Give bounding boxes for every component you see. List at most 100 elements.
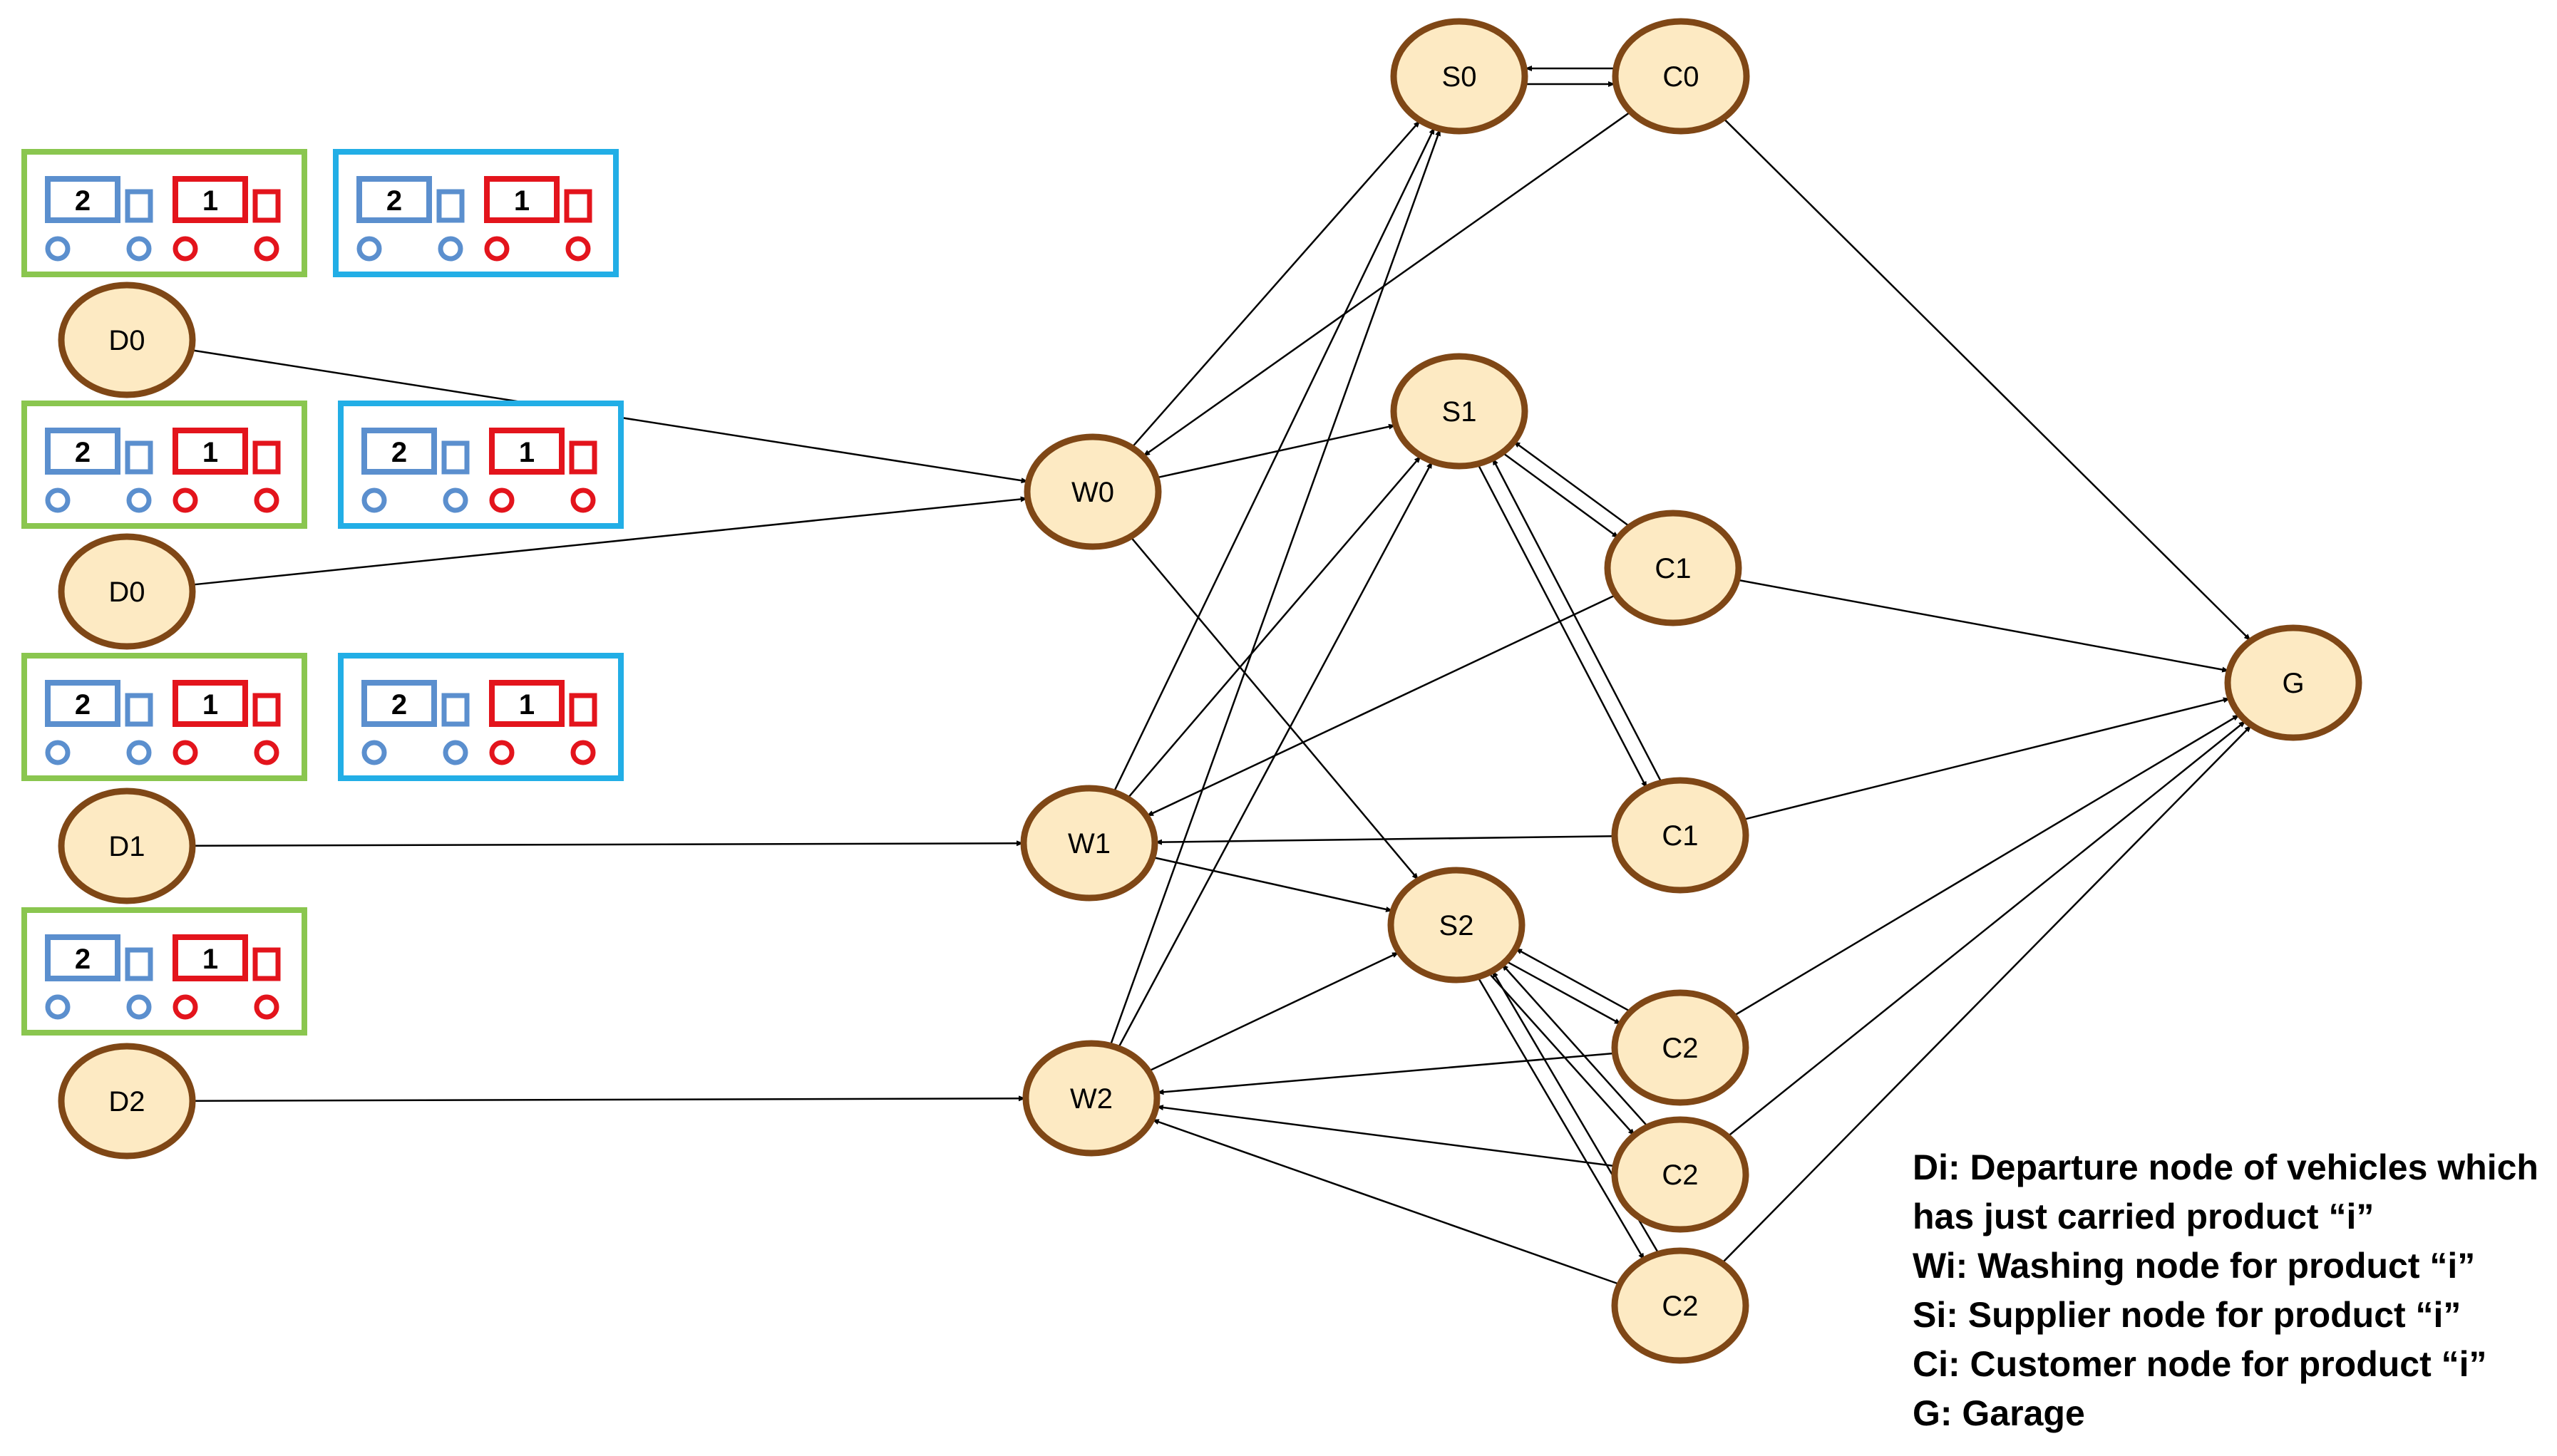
vehicle-product-2: 2 bbox=[361, 680, 470, 765]
edge-s2-c2c bbox=[1478, 978, 1645, 1261]
node-d0b: D0 bbox=[58, 533, 196, 650]
vehicle-product-1: 1 bbox=[173, 934, 281, 1020]
node-w1: W1 bbox=[1020, 785, 1158, 902]
node-ellipse bbox=[1611, 989, 1749, 1106]
node-ellipse bbox=[1611, 777, 1749, 894]
node-label: C2 bbox=[1662, 1291, 1698, 1322]
node-ellipse bbox=[1604, 510, 1742, 626]
vehicle-cab bbox=[252, 947, 281, 981]
node-ellipse bbox=[1024, 433, 1162, 550]
vehicle-product-2: 2 bbox=[45, 176, 153, 262]
node-label: S0 bbox=[1442, 61, 1477, 93]
node-ellipse bbox=[58, 788, 196, 904]
node-c2c: C2 bbox=[1611, 1247, 1749, 1364]
edge-w0-s2 bbox=[1129, 536, 1420, 881]
node-w2: W2 bbox=[1022, 1040, 1161, 1157]
wheel-icon bbox=[254, 994, 279, 1020]
node-ellipse bbox=[2224, 624, 2362, 741]
vehicle-tank bbox=[45, 680, 120, 727]
edge-d0b-w0 bbox=[192, 496, 1028, 586]
edge-d2-w2 bbox=[192, 1095, 1027, 1102]
vehicle-cab bbox=[436, 189, 465, 223]
node-label: D2 bbox=[108, 1086, 145, 1117]
wheel-icon bbox=[126, 740, 152, 765]
node-c0: C0 bbox=[1612, 18, 1750, 135]
node-s0: S0 bbox=[1390, 18, 1528, 135]
product-number: 1 bbox=[519, 689, 535, 721]
edge-s2-c2a bbox=[1507, 961, 1622, 1026]
edge-c1b-w1 bbox=[1154, 835, 1615, 845]
node-c1b: C1 bbox=[1611, 777, 1749, 894]
edge-w1-s0 bbox=[1113, 126, 1436, 793]
wheel-icon bbox=[126, 236, 152, 262]
wheel-icon bbox=[443, 740, 468, 765]
node-ellipse bbox=[58, 533, 196, 650]
legend-line: Wi: Washing node for product “i” bbox=[1913, 1246, 2476, 1286]
node-ellipse bbox=[1390, 18, 1528, 135]
edges bbox=[191, 66, 2253, 1286]
node-label: G bbox=[2282, 668, 2304, 699]
vehicle-cab bbox=[441, 693, 470, 727]
node-label: C1 bbox=[1655, 553, 1691, 584]
legend-line: G: Garage bbox=[1913, 1393, 2085, 1433]
wheel-icon bbox=[126, 487, 152, 513]
node-ellipse bbox=[1022, 1040, 1161, 1157]
vehicle-tank bbox=[45, 428, 120, 475]
edge-s1-c1a bbox=[1503, 453, 1620, 539]
wheel-icon bbox=[254, 487, 279, 513]
vehicle-product-1: 1 bbox=[489, 680, 597, 765]
vehicle-cab bbox=[564, 189, 592, 223]
wheel-icon bbox=[45, 994, 71, 1020]
product-number: 2 bbox=[391, 689, 407, 721]
product-number: 2 bbox=[75, 437, 91, 468]
legend-line: Si: Supplier node for product “i” bbox=[1913, 1295, 2461, 1335]
node-label: W0 bbox=[1071, 477, 1114, 508]
edge-c1a-s1 bbox=[1512, 440, 1630, 527]
node-ellipse bbox=[1390, 353, 1528, 470]
vehicle-product-2: 2 bbox=[361, 428, 470, 513]
wheel-icon bbox=[489, 487, 515, 513]
wheel-icon bbox=[565, 236, 591, 262]
edge-c2b-g bbox=[1727, 720, 2247, 1137]
vehicle-cab bbox=[252, 440, 281, 475]
vehicle-product-2: 2 bbox=[45, 428, 153, 513]
vehicle-tank bbox=[173, 680, 248, 727]
vehicle-product-1: 1 bbox=[173, 680, 281, 765]
edge-c2c-w2 bbox=[1151, 1118, 1620, 1286]
vehicle-product-1: 1 bbox=[484, 176, 592, 262]
product-number: 1 bbox=[202, 185, 218, 217]
vehicle-tank bbox=[361, 428, 437, 475]
vehicle-tank bbox=[45, 934, 120, 981]
edge-c1a-w1 bbox=[1146, 594, 1617, 817]
node-ellipse bbox=[58, 282, 196, 398]
wheel-icon bbox=[45, 487, 71, 513]
edge-w1-s1 bbox=[1126, 455, 1422, 800]
product-number: 2 bbox=[75, 689, 91, 721]
edge-w0-s0 bbox=[1131, 120, 1421, 448]
legend-line: Di: Departure node of vehicles which bbox=[1913, 1147, 2538, 1187]
vehicle-product-2: 2 bbox=[356, 176, 465, 262]
vehicle-cab bbox=[125, 947, 153, 981]
node-s1: S1 bbox=[1390, 353, 1528, 470]
legend: Di: Departure node of vehicles which has… bbox=[1913, 1143, 2538, 1438]
wheel-icon bbox=[173, 487, 198, 513]
vehicle-tank bbox=[173, 934, 248, 981]
wheel-icon bbox=[438, 236, 463, 262]
edge-w2-s0 bbox=[1109, 128, 1441, 1046]
wheel-icon bbox=[254, 236, 279, 262]
edge-d1-w1 bbox=[192, 840, 1024, 847]
node-label: C2 bbox=[1662, 1160, 1698, 1191]
node-d0a: D0 bbox=[58, 282, 196, 398]
edge-c0-w0 bbox=[1142, 110, 1632, 458]
edge-c0-g bbox=[1722, 117, 2252, 642]
vehicle-product-1: 1 bbox=[489, 428, 597, 513]
edge-c1b-g bbox=[1742, 697, 2231, 821]
wheel-icon bbox=[489, 740, 515, 765]
node-g: G bbox=[2224, 624, 2362, 741]
wheel-icon bbox=[173, 994, 198, 1020]
